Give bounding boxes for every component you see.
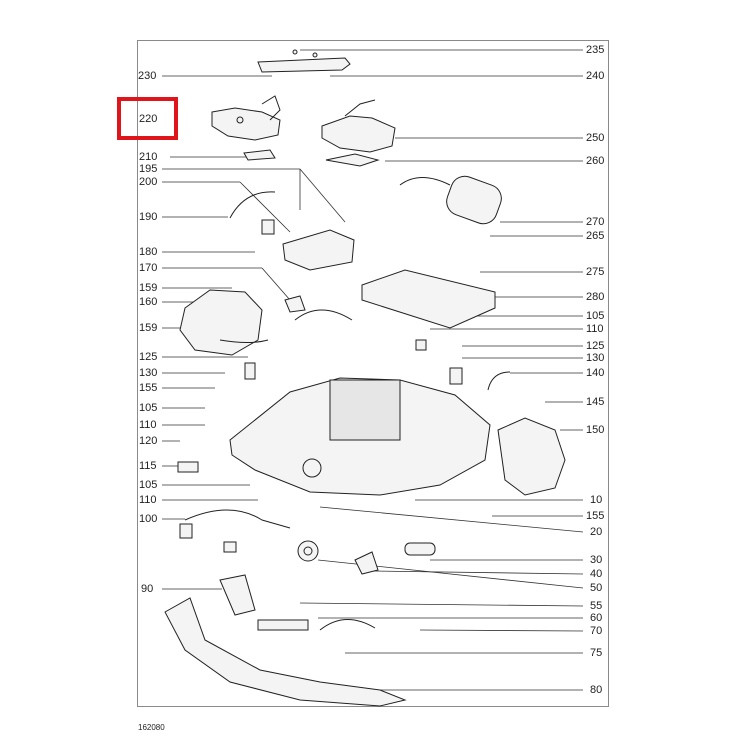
- label-260: 260: [586, 155, 605, 167]
- label-105c: 105: [586, 310, 605, 322]
- label-150: 150: [586, 424, 605, 436]
- label-130: 130: [139, 367, 158, 379]
- label-70: 70: [590, 625, 603, 637]
- label-275: 275: [586, 266, 605, 278]
- label-30: 30: [590, 554, 603, 566]
- label-110a: 110: [139, 419, 157, 431]
- label-130b: 130: [586, 352, 605, 364]
- label-50: 50: [590, 582, 603, 594]
- label-190: 190: [139, 211, 158, 223]
- label-159a: 159: [139, 282, 158, 294]
- label-125b: 125: [586, 340, 605, 352]
- label-200: 200: [139, 176, 158, 188]
- label-80: 80: [590, 684, 603, 696]
- document-number: 162080: [138, 723, 165, 732]
- label-55: 55: [590, 600, 603, 612]
- label-75: 75: [590, 647, 603, 659]
- label-155b: 155: [586, 510, 605, 522]
- label-235: 235: [586, 44, 605, 56]
- label-105a: 105: [139, 402, 158, 414]
- label-110b: 110: [139, 494, 157, 506]
- diagram-frame: [137, 40, 609, 707]
- label-210: 210: [139, 151, 158, 163]
- label-100: 100: [139, 513, 158, 525]
- label-125: 125: [139, 351, 158, 363]
- label-10: 10: [590, 494, 603, 506]
- label-240: 240: [586, 70, 605, 82]
- label-250: 250: [586, 132, 605, 144]
- label-270: 270: [586, 216, 605, 228]
- label-159b: 159: [139, 322, 158, 334]
- highlight-box: [117, 97, 178, 140]
- label-220: 220: [139, 113, 158, 125]
- label-170: 170: [139, 262, 158, 274]
- label-145: 145: [586, 396, 605, 408]
- label-90: 90: [141, 583, 154, 595]
- label-20: 20: [590, 526, 603, 538]
- label-160: 160: [139, 296, 158, 308]
- label-115: 115: [139, 460, 157, 472]
- label-120: 120: [139, 435, 158, 447]
- label-140: 140: [586, 367, 605, 379]
- label-265: 265: [586, 230, 605, 242]
- label-230: 230: [138, 70, 157, 82]
- label-110c: 110: [586, 323, 604, 335]
- label-155: 155: [139, 382, 158, 394]
- label-180: 180: [139, 246, 158, 258]
- label-60: 60: [590, 612, 603, 624]
- label-195: 195: [139, 163, 158, 175]
- label-105b: 105: [139, 479, 158, 491]
- label-40: 40: [590, 568, 603, 580]
- label-280: 280: [586, 291, 605, 303]
